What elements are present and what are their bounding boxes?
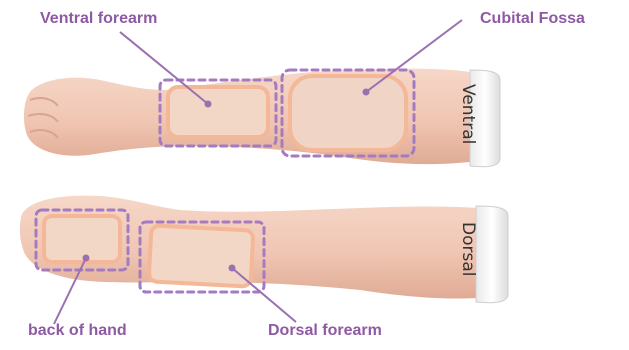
dorsal-side-label: Dorsal: [458, 222, 478, 276]
ventral-side-label: Ventral: [458, 84, 478, 144]
cubital-fossa-label: Cubital Fossa: [480, 10, 585, 28]
back-of-hand-leader-dot: [83, 255, 90, 262]
ventral-forearm-pad: [168, 87, 268, 137]
ventral-arm: [24, 69, 500, 167]
cubital-fossa-leader-dot: [363, 89, 370, 96]
back-of-hand-label: back of hand: [28, 322, 127, 340]
back-of-hand-pad: [44, 216, 120, 262]
dorsal-forearm-pad: [149, 225, 254, 286]
dorsal-forearm-label: Dorsal forearm: [268, 322, 382, 340]
dorsal-forearm-leader-dot: [229, 265, 236, 272]
ventral-forearm-label: Ventral forearm: [40, 10, 157, 28]
cubital-fossa-pad: [290, 76, 406, 150]
ventral-forearm-leader-dot: [205, 101, 212, 108]
dorsal-end-cap: [476, 206, 508, 303]
